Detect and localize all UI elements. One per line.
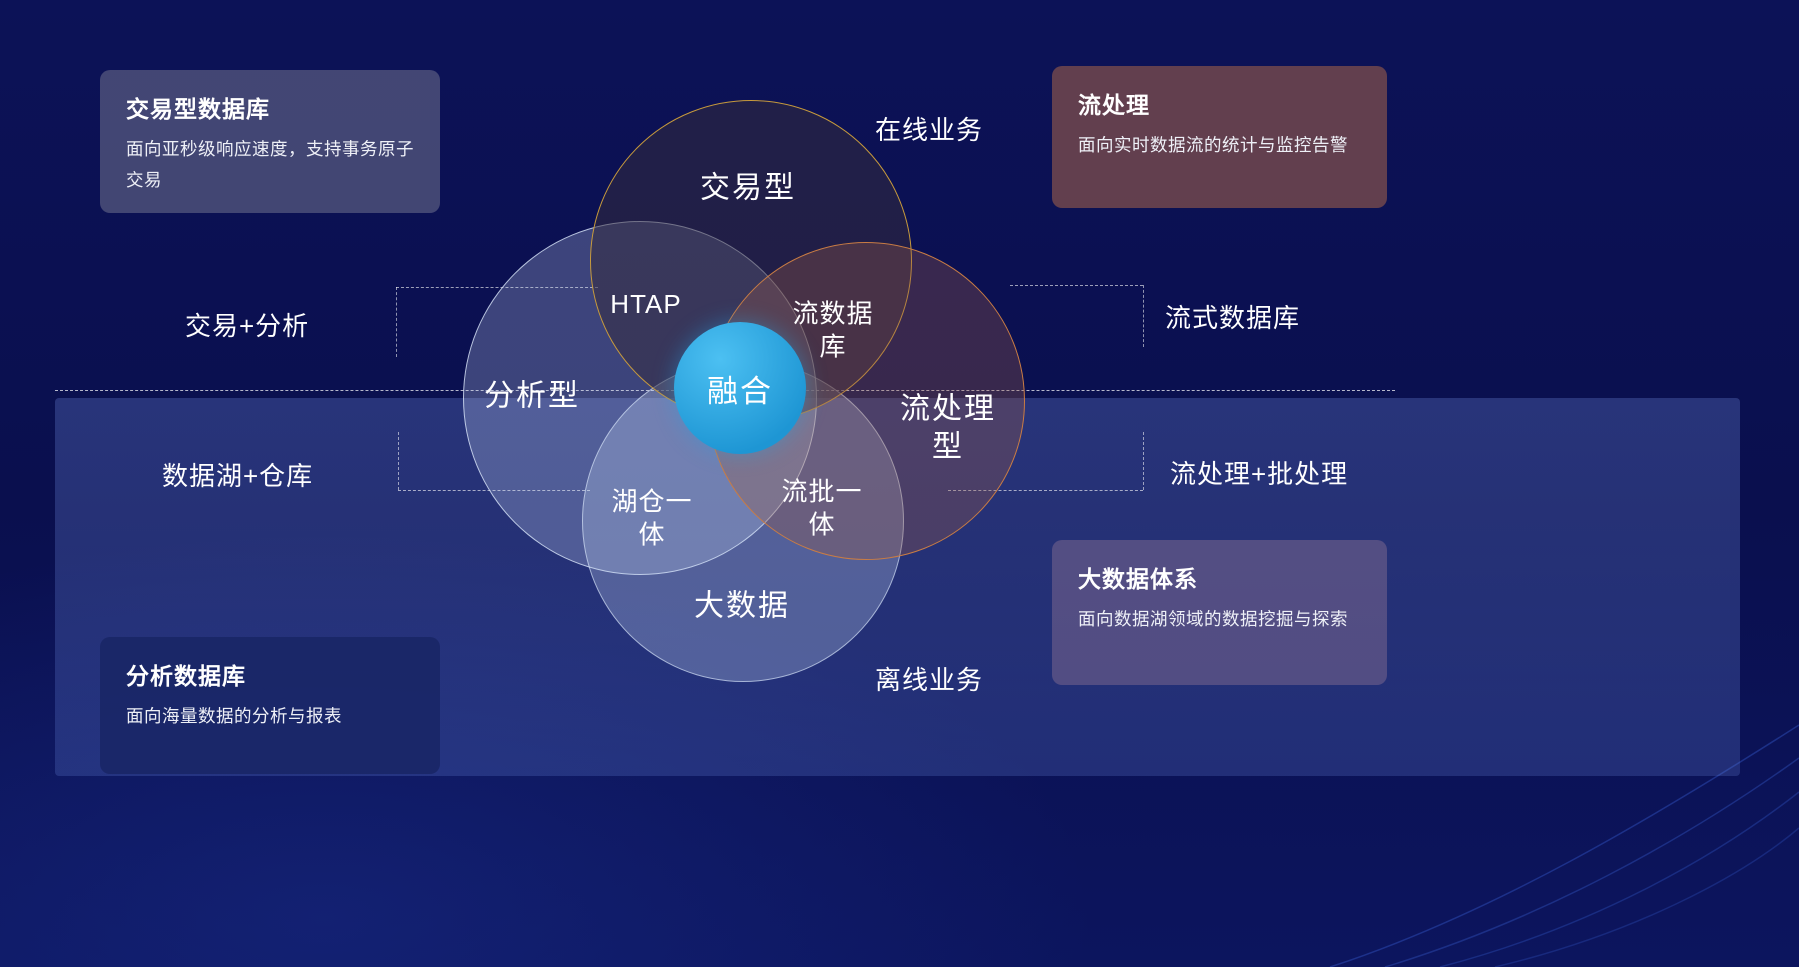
transactional-db-card: 交易型数据库 面向亚秒级响应速度，支持事务原子交易 (100, 70, 440, 213)
stream-batch-overlap-label: 流批一 体 (781, 476, 863, 540)
online-business-label: 在线业务 (875, 115, 984, 145)
bigdata-system-card-body: 面向数据湖领域的数据挖掘与探索 (1078, 609, 1348, 629)
transactional-label: 交易型 (700, 171, 796, 205)
analytical-db-card-title: 分析数据库 (126, 663, 246, 689)
stream-label: 流处理 型 (900, 392, 996, 464)
streaming-database-label: 流式数据库 (1165, 303, 1301, 333)
analytical-db-card-body: 面向海量数据的分析与报表 (126, 706, 342, 726)
stream-batch-processing-label: 流处理+批处理 (1170, 459, 1349, 489)
analytical-db-card: 分析数据库 面向海量数据的分析与报表 (100, 637, 440, 774)
connector-lake-warehouse-vertical (398, 432, 399, 490)
connector-stream-batch-horizontal (948, 490, 1143, 491)
fusion-circle: 融合 (674, 322, 806, 454)
stream-processing-card-title: 流处理 (1078, 92, 1150, 118)
bigdata-system-card-title: 大数据体系 (1078, 566, 1198, 592)
offline-business-label: 离线业务 (875, 665, 984, 695)
txn-analysis-label: 交易+分析 (185, 311, 310, 341)
connector-stream-db-horizontal (1010, 285, 1143, 286)
analytical-label: 分析型 (484, 379, 580, 413)
transactional-db-card-body: 面向亚秒级响应速度，支持事务原子交易 (126, 139, 414, 190)
stream-processing-card-body: 面向实时数据流的统计与监控告警 (1078, 135, 1348, 155)
connector-stream-db-vertical (1143, 285, 1144, 347)
lake-warehouse-label: 数据湖+仓库 (162, 461, 314, 491)
lakehouse-overlap-label: 湖仓一 体 (611, 486, 693, 550)
transactional-db-card-title: 交易型数据库 (126, 96, 270, 122)
stream-db-overlap-label: 流数据 库 (792, 298, 874, 362)
connector-stream-batch-vertical (1143, 432, 1144, 490)
stream-processing-card: 流处理 面向实时数据流的统计与监控告警 (1052, 66, 1387, 208)
bigdata-system-card: 大数据体系 面向数据湖领域的数据挖掘与探索 (1052, 540, 1387, 685)
connector-txn-analysis-horizontal (396, 287, 598, 288)
connector-txn-analysis-vertical (396, 287, 397, 357)
bigdata-label: 大数据 (694, 589, 790, 623)
fusion-label: 融合 (707, 373, 773, 409)
htap-overlap-label: HTAP (610, 288, 682, 319)
decorative-curves (1329, 724, 1799, 967)
